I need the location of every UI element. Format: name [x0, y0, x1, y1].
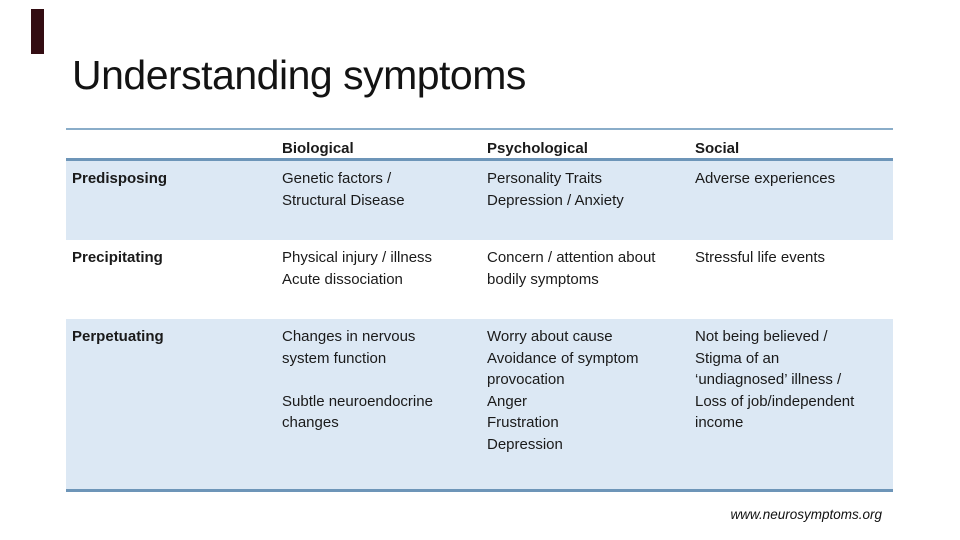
cell-social: Not being believed /Stigma of an‘undiagn… [695, 328, 855, 431]
row-label: Precipitating [72, 249, 163, 266]
table-header-row: Biological Psychological Social [66, 128, 893, 161]
symptom-table: Biological Psychological Social Predispo… [66, 128, 893, 492]
header-biological: Biological [282, 140, 354, 157]
page-title: Understanding symptoms [72, 52, 526, 98]
header-social: Social [695, 140, 740, 157]
header-empty-cell [66, 130, 282, 160]
table-row-predisposing: Predisposing Genetic factors /Structural… [66, 161, 893, 240]
row-label: Predisposing [72, 170, 168, 187]
cell-social: Adverse experiences [695, 170, 836, 187]
accent-bar [31, 9, 44, 54]
footer-url: www.neurosymptoms.org [730, 507, 882, 522]
header-psychological: Psychological [487, 140, 588, 157]
cell-social: Stressful life events [695, 249, 826, 266]
cell-biological: Genetic factors /Structural Disease [282, 170, 405, 209]
row-label: Perpetuating [72, 328, 164, 345]
